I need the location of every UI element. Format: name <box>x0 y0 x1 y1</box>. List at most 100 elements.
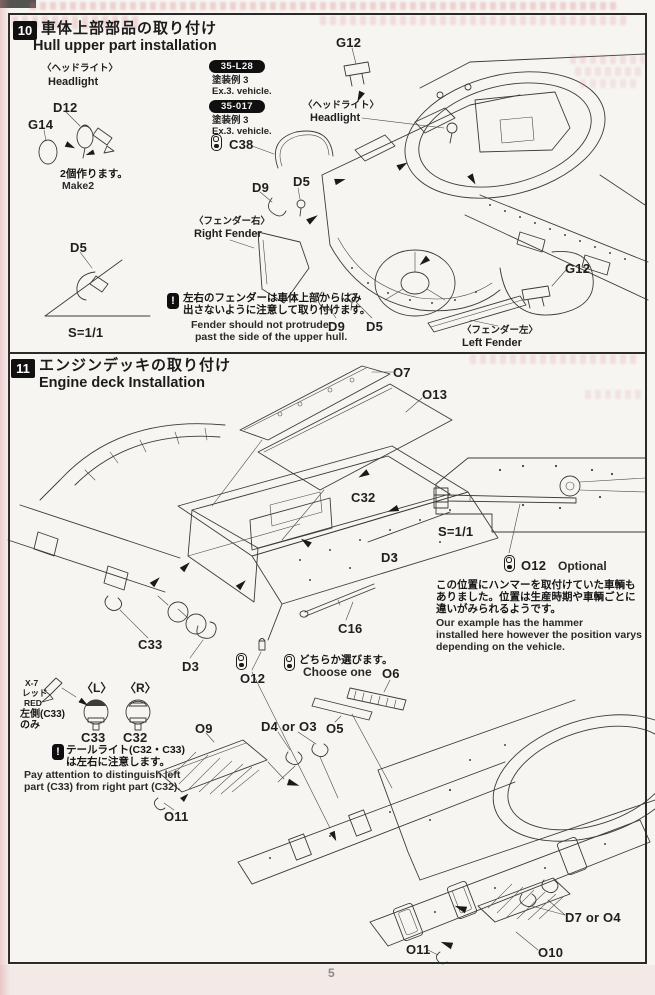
paint-badge-jp: 塗装例 3 <box>212 115 249 126</box>
step11-taillight-diagram <box>41 677 151 731</box>
hammer-note-jp1: この位置にハンマーを取付けていた車輌も <box>436 579 636 591</box>
headlight-left-caption-en: Headlight <box>48 76 99 88</box>
part-label-d9-lower: D9 <box>328 319 346 334</box>
right-fender-caption-en: Right Fender <box>194 228 262 240</box>
step10-hull-illustration <box>229 47 649 333</box>
part-label-o12-mid: O12 <box>240 671 266 686</box>
hammer-note-jp3: 違いがみられるようです。 <box>436 603 561 615</box>
bleed-artifact <box>12 16 142 29</box>
taillight-note-en2: part (C33) from right part (C32). <box>24 781 181 793</box>
make2-jp: 2個作ります。 <box>60 168 128 180</box>
step11-number-box: 11 <box>11 359 35 378</box>
frame-divider <box>8 352 647 354</box>
exclamation-icon: ! <box>167 293 179 309</box>
right-fender-caption-jp: 〈フェンダー右〉 <box>194 216 271 227</box>
option-clip-icon <box>284 654 295 671</box>
step10-headlight-assembly-diagram <box>38 111 115 165</box>
step10-number-box: 10 <box>13 21 37 40</box>
headlight-left-caption-jp: 〈ヘッドライト〉 <box>42 63 119 74</box>
exclamation-icon: ! <box>52 744 64 760</box>
part-label-d5-lower: D5 <box>366 319 384 334</box>
hammer-scale-label: S=1/1 <box>438 524 474 539</box>
left-side-only-jp2: のみ <box>20 720 40 731</box>
make2-en: Make2 <box>62 180 95 192</box>
part-label-c16: C16 <box>338 621 363 636</box>
scan-edge-mark <box>0 0 36 8</box>
paint-badge-en: Ex.3. vehicle. <box>212 86 272 97</box>
part-label-o11-bottom: O11 <box>406 942 431 957</box>
page-number: 5 <box>328 966 335 980</box>
part-label-o5: O5 <box>326 721 344 736</box>
part-label-c33-mid: C33 <box>138 637 163 652</box>
fender-note-en1: Fender should not protrude <box>191 319 329 331</box>
option-clip-icon <box>504 555 515 572</box>
step10-fender-scale-diagram <box>44 251 151 317</box>
part-label-o7: O7 <box>393 365 411 380</box>
paint-badge-jp: 塗装例 3 <box>212 75 249 86</box>
scale-1-1-label: S=1/1 <box>68 325 104 340</box>
right-mark: 〈R〉 <box>124 681 157 695</box>
paint-badge-en: Ex.3. vehicle. <box>212 126 272 137</box>
part-label-c33-taillight: C33 <box>81 730 106 745</box>
paint-badge-35-017: 35-017 <box>209 100 265 113</box>
part-label-o11-left: O11 <box>164 809 189 824</box>
part-label-g12-top: G12 <box>336 35 362 50</box>
bleed-artifact <box>570 55 645 64</box>
part-label-d12: D12 <box>53 100 78 115</box>
fender-note-en2: past the side of the upper hull. <box>195 331 348 343</box>
part-label-d3-upper: D3 <box>381 550 399 565</box>
part-label-c38: C38 <box>229 137 254 152</box>
frame-bottom <box>8 962 647 964</box>
headlight-center-caption-en: Headlight <box>310 112 361 124</box>
paint-code-x7: X-7 <box>25 678 39 688</box>
left-fender-caption-en: Left Fender <box>462 337 522 349</box>
choose-one-jp: どちらか選びます。 <box>299 654 393 666</box>
bleed-artifact <box>575 67 643 76</box>
part-label-c32-upper: C32 <box>351 490 376 505</box>
fender-note-jp2: 出さないように注意して取り付けます。 <box>183 304 371 316</box>
part-label-d4-or-o3: D4 or O3 <box>261 719 317 734</box>
left-side-only-jp1: 左側(C33) <box>20 709 66 720</box>
taillight-note-jp2: は左右に注意します。 <box>66 756 170 768</box>
option-clip-icon <box>211 134 222 151</box>
bleed-artifact <box>320 16 630 25</box>
hammer-note-en3: depending on the vehicle. <box>436 641 565 653</box>
step11-title-en: Engine deck Installation <box>39 375 205 391</box>
part-label-d5-upper: D5 <box>293 174 311 189</box>
left-mark: 〈L〉 <box>81 681 113 695</box>
step10-title-en: Hull upper part installation <box>33 38 217 54</box>
bleed-artifact <box>580 79 640 88</box>
fender-note-jp1: 左右のフェンダーは車体上部からはみ <box>183 292 362 304</box>
part-label-o12-optional: O12 <box>521 558 547 573</box>
part-label-o13: O13 <box>422 387 448 402</box>
headlight-center-caption-jp: 〈ヘッドライト〉 <box>303 100 380 111</box>
hammer-note-jp2: ありました。位置は生産時期や車輌ごとに <box>436 591 636 603</box>
paint-badge-35-L28: 35-L28 <box>209 60 265 73</box>
part-label-c32-taillight: C32 <box>123 730 148 745</box>
frame-right <box>645 13 647 964</box>
frame-top <box>8 13 647 15</box>
step10-title-jp: 車体上部部品の取り付け <box>41 20 218 37</box>
part-label-d9-upper: D9 <box>252 180 270 195</box>
part-label-g12-right: G12 <box>565 261 591 276</box>
optional-label: Optional <box>558 559 607 573</box>
part-label-o9: O9 <box>195 721 213 736</box>
paint-name-jp: レッド <box>22 688 48 698</box>
part-label-d5-scale: D5 <box>70 240 88 255</box>
step11-hammer-scale-diagram <box>433 457 646 554</box>
hammer-note-en1: Our example has the hammer <box>436 617 584 629</box>
frame-left <box>8 13 10 964</box>
part-label-o10: O10 <box>538 945 564 960</box>
part-label-g14: G14 <box>28 117 54 132</box>
taillight-note-en1: Pay attention to distinguish left <box>24 769 181 781</box>
bleed-artifact <box>30 2 620 10</box>
left-fender-caption-jp: 〈フェンダー左〉 <box>462 325 539 336</box>
part-label-d3-lower: D3 <box>182 659 200 674</box>
hammer-note-en2: installed here however the position vary… <box>436 629 642 641</box>
bleed-artifact <box>470 354 640 364</box>
option-clip-icon <box>236 653 247 670</box>
bleed-artifact <box>585 390 643 399</box>
taillight-note-jp1: テールライト(C32・C33) <box>66 744 186 756</box>
